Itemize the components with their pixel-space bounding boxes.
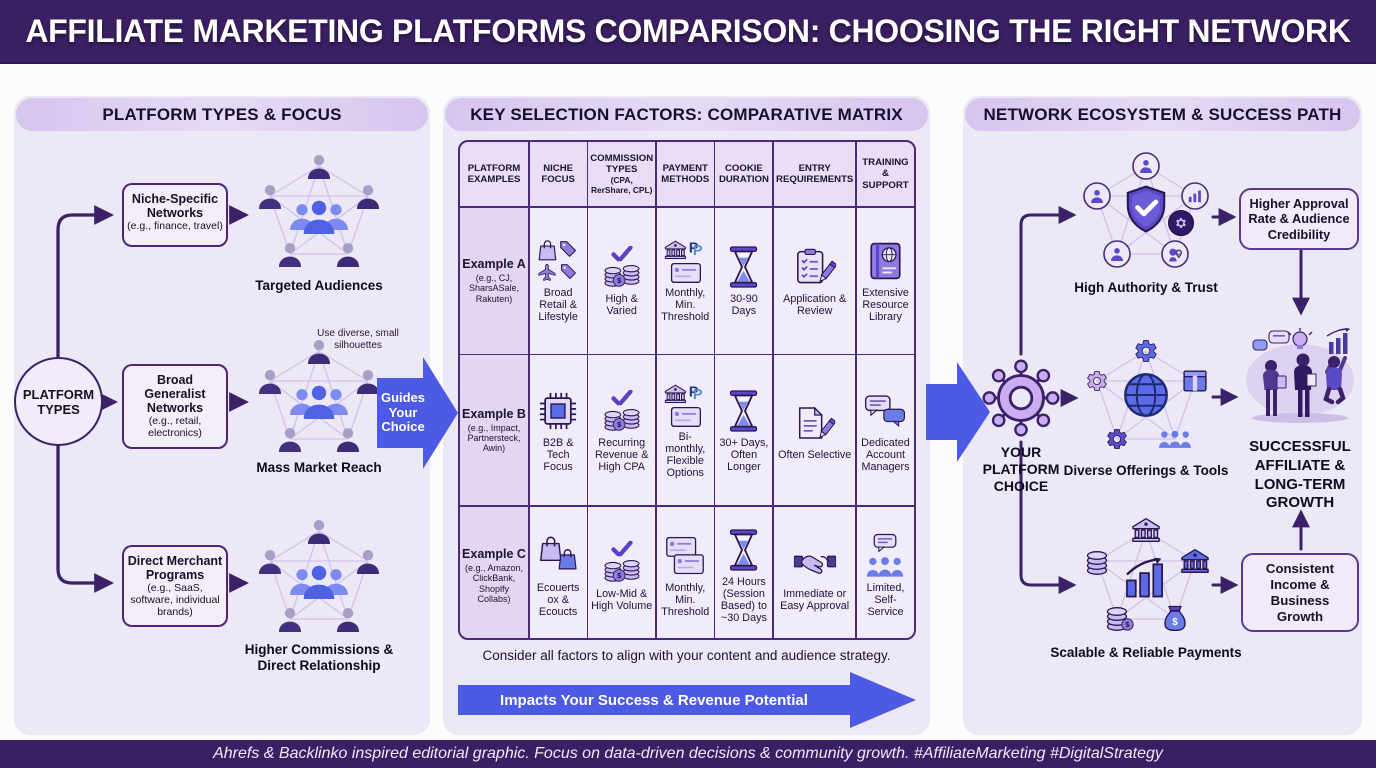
branch-box-subtitle: (e.g., SaaS, software, individual brands…: [130, 582, 220, 618]
hourglass-icon: [729, 246, 758, 288]
platform-types-root-node: PLATFORM TYPES: [14, 357, 103, 446]
matrix-cell: B2B & Tech Focus: [529, 355, 587, 506]
matrix-cell: Application & Review: [774, 207, 856, 354]
matrix-cell: 24 Hours (Session Based) to ~30 Days: [715, 506, 773, 638]
matrix-cell: Bi-monthly, Flexible Options: [656, 355, 714, 506]
matrix-cell: Monthly, Min. Threshold: [656, 506, 714, 638]
chat-people-icon: [867, 533, 904, 577]
success-outcome-label: SUCCESSFUL AFFILIATE & LONG-TERM GROWTH: [1249, 438, 1351, 512]
platform-types-panel: PLATFORM TYPES & FOCUS PLATFORM TYPES Ni…: [14, 96, 430, 735]
platform-choice-hub-icon: [981, 358, 1061, 438]
guide-arrow-label: Guides Your Choice: [380, 389, 426, 435]
matrix-row-label: Example C(e.g., Amazon, ClickBank, Shopl…: [460, 506, 528, 638]
ecosystem-panel-title: NETWORK ECOSYSTEM & SUCCESS PATH: [965, 98, 1360, 131]
selection-factors-panel-title: KEY SELECTION FACTORS: COMPARATIVE MATRI…: [445, 98, 928, 131]
matrix-cell: Recurring Revenue & High CPA: [588, 355, 656, 506]
flow-arrow: [926, 362, 990, 462]
branch-box-niche: Niche-Specific Networks (e.g., finance, …: [122, 183, 228, 247]
selection-factors-panel: KEY SELECTION FACTORS: COMPARATIVE MATRI…: [443, 96, 930, 735]
matrix-cell: 30-90 Days: [715, 207, 773, 354]
matrix-cell: 30+ Days, Often Longer: [715, 355, 773, 506]
trust-network-illustration: [1081, 150, 1211, 275]
bank-paypal-card-icon: [665, 384, 704, 427]
tools-caption: Diverse Offerings & Tools: [1063, 463, 1229, 478]
hourglass-icon: [729, 529, 758, 572]
header-bar: AFFILIATE MARKETING PLATFORMS COMPARISON…: [0, 0, 1376, 64]
people-network-icon: [258, 519, 380, 632]
impact-arrow-label: Impacts Your Success & Revenue Potential: [500, 691, 808, 709]
chat-bubbles-icon: [865, 394, 906, 427]
tools-network-illustration: [1081, 335, 1211, 460]
handshake-icon: [793, 555, 836, 575]
guides-your-choice-arrow: Guides Your Choice: [377, 357, 458, 469]
matrix-column-header: PAYMENT METHODS: [656, 142, 714, 206]
audience-network-illustration: [254, 515, 384, 640]
payments-network-illustration: [1081, 515, 1211, 640]
matrix-cell: High & Varied: [588, 207, 656, 354]
matrix-note: Consider all factors to align with your …: [482, 648, 891, 663]
matrix-column-header: COOKIE DURATION: [715, 142, 773, 206]
matrix-column-header: NICHE FOCUS: [529, 142, 587, 206]
page-title: AFFILIATE MARKETING PLATFORMS COMPARISON…: [25, 12, 1351, 49]
matrix-column-header: PLATFORM EXAMPLES: [460, 142, 528, 206]
right-block-arrow-icon: [458, 672, 916, 728]
matrix-column-header: ENTRY REQUIREMENTS: [774, 142, 856, 206]
clipboard-pencil-icon: [796, 248, 836, 284]
branch-outcome-label: Targeted Audiences: [255, 278, 383, 293]
matrix-cell: Often Selective: [774, 355, 856, 506]
retail-lifestyle-icons: [538, 240, 577, 281]
audience-network-illustration: [254, 335, 384, 460]
people-network-icon: [258, 339, 380, 452]
document-pencil-icon: [798, 406, 835, 440]
credit-cards-icon: [666, 537, 705, 575]
matrix-row-label: Example B(e.g., Impact, Partnersteck, Aw…: [460, 355, 528, 506]
income-outcome-box: Consistent Income & Business Growth: [1241, 553, 1359, 633]
matrix-cell: Extensive Resource Library: [856, 207, 914, 354]
branch-box-subtitle: (e.g., retail, electronics): [148, 415, 202, 439]
branch-box-title: Niche-Specific Networks: [131, 192, 219, 220]
matrix-cell: Immediate or Easy Approval: [774, 506, 856, 638]
right-block-arrow-icon: [926, 362, 990, 462]
branch-outcome-label: Higher Commissions & Direct Relationship: [244, 642, 394, 673]
matrix-cell: Ecouerts ox & Ecoucts: [529, 506, 587, 638]
hourglass-icon: [729, 389, 758, 432]
right-block-arrow-icon: [377, 357, 458, 469]
hub-label: YOUR PLATFORM CHOICE: [982, 444, 1060, 495]
matrix-row-label: Example A(e.g., CJ, SharsASale, Rakuten): [460, 207, 528, 354]
matrix-cell: Low-Mid & High Volume: [588, 506, 656, 638]
payments-caption: Scalable & Reliable Payments: [1050, 645, 1242, 660]
chip-icon: [539, 392, 577, 429]
matrix-cell: Dedicated Account Managers: [856, 355, 914, 506]
check-coins-icon: [604, 244, 640, 287]
trust-caption: High Authority & Trust: [1074, 280, 1218, 295]
branch-box-direct-merchant: Direct Merchant Programs (e.g., SaaS, so…: [122, 545, 228, 628]
silhouette-annotation: Use diverse, small silhouettes: [317, 328, 399, 351]
ecosystem-panel: NETWORK ECOSYSTEM & SUCCESS PATH: [963, 96, 1362, 735]
branch-box-generalist: Broad Generalist Networks (e.g., retail,…: [122, 364, 228, 449]
matrix-cell: Broad Retail & Lifestyle: [529, 207, 587, 354]
branch-box-title: Direct Merchant Programs: [127, 554, 223, 582]
footer-bar: Ahrefs & Backlinko inspired editorial gr…: [0, 740, 1376, 768]
matrix-column-header: TRAINING & SUPPORT: [856, 142, 914, 206]
platform-types-panel-title: PLATFORM TYPES & FOCUS: [16, 98, 428, 131]
approval-outcome-box: Higher Approval Rate & Audience Credibil…: [1239, 188, 1359, 251]
impact-arrow-banner: Impacts Your Success & Revenue Potential: [458, 672, 916, 728]
branch-box-title: Broad Generalist Networks: [144, 373, 206, 415]
branch-box-subtitle: (e.g., finance, travel): [127, 220, 223, 232]
matrix-cell: Limited, Self-Service: [856, 506, 914, 638]
audience-network-illustration: [254, 150, 384, 275]
check-coins-icon: [604, 388, 640, 431]
branch-outcome-label: Mass Market Reach: [256, 460, 382, 475]
bank-paypal-card-icon: [665, 240, 704, 283]
matrix-cell: Monthly, Min. Threshold: [656, 207, 714, 354]
check-coins-icon: [604, 539, 640, 582]
matrix-column-header: COMMISSION TYPES(CPA, RerShare, CPL): [588, 142, 656, 206]
shopping-bags-icon: [540, 536, 577, 570]
footer-credit: Ahrefs & Backlinko inspired editorial gr…: [213, 745, 1163, 762]
resource-book-icon: [870, 242, 902, 280]
people-network-icon: [258, 154, 380, 267]
success-illustration: [1241, 328, 1359, 426]
